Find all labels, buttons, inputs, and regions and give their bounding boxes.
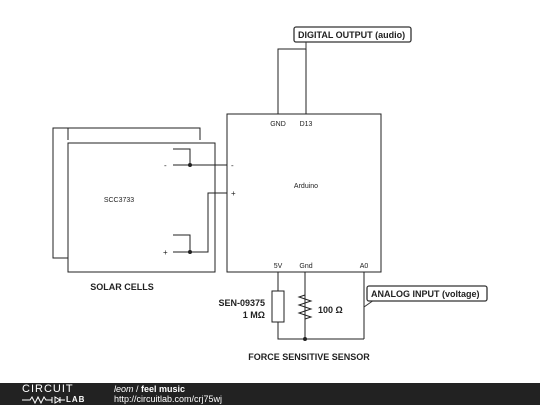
callout-digital-text: DIGITAL OUTPUT (audio): [298, 30, 405, 40]
solar-caption: SOLAR CELLS: [90, 282, 154, 292]
callout-digital-leader: [296, 41, 307, 49]
arduino-pin-plus: +: [231, 189, 236, 198]
resistor-value-label: 100 Ω: [318, 305, 343, 315]
arduino-pin-5v: 5V: [274, 263, 283, 270]
sensor-caption: FORCE SENSITIVE SENSOR: [248, 352, 370, 362]
footer-bar: CIRCUIT LAB leom / feel music http://cir…: [0, 383, 540, 405]
circuit-url[interactable]: http://circuitlab.com/crj75wj: [114, 394, 223, 404]
fsr-body: [271, 290, 285, 323]
arduino-pin-minus: -: [231, 161, 234, 170]
sensor-part-label: SEN-09375: [218, 298, 265, 308]
callout-analog-box: [366, 285, 488, 302]
logo-circuit-icon: [22, 395, 65, 404]
schematic-canvas: DIGITAL OUTPUT (audio) ANALOG INPUT (vol…: [52, 26, 488, 362]
solar-cell-back: [52, 127, 201, 259]
callout-digital-box: [293, 26, 412, 43]
junction-dot-gnd: [303, 337, 307, 341]
solar-plus-label: +: [163, 248, 168, 257]
resistor-zigzag: [297, 291, 313, 322]
wire-solar-minus-stub: [173, 148, 191, 165]
junction-dot-plus: [188, 250, 192, 254]
author-link[interactable]: leom: [114, 384, 134, 394]
credits-line: leom / feel music: [114, 384, 222, 394]
arduino-pin-gnd: GND: [270, 121, 286, 128]
solar-model-label: SCC3733: [104, 197, 134, 204]
credits: leom / feel music http://circuitlab.com/…: [114, 384, 222, 404]
arduino-pin-gnd-bottom: Gnd: [299, 263, 312, 270]
wire-solar-plus-route: [190, 192, 227, 253]
arduino-box: [226, 113, 382, 273]
logo-wordmark-bottom: LAB: [66, 395, 86, 404]
credits-separator: /: [133, 384, 142, 394]
logo-wordmark-top: CIRCUIT: [22, 383, 74, 395]
solar-cell-front: [67, 142, 216, 273]
circuit-title: feel music: [141, 384, 186, 394]
wire-solar-plus: [173, 234, 191, 253]
arduino-pin-a0: A0: [360, 263, 369, 270]
arduino-pin-d13: D13: [300, 121, 313, 128]
arduino-label: Arduino: [294, 183, 318, 190]
wire-digital-output: [277, 48, 307, 114]
solar-minus-label: -: [164, 161, 167, 170]
circuitlab-logo[interactable]: CIRCUIT LAB: [22, 384, 92, 404]
wire-top-branch: [277, 272, 306, 291]
sensor-value-label: 1 MΩ: [243, 310, 265, 320]
wire-fsr-bottom: [277, 322, 364, 340]
callout-analog-text: ANALOG INPUT (voltage): [371, 289, 480, 299]
junction-dot-minus: [188, 163, 192, 167]
